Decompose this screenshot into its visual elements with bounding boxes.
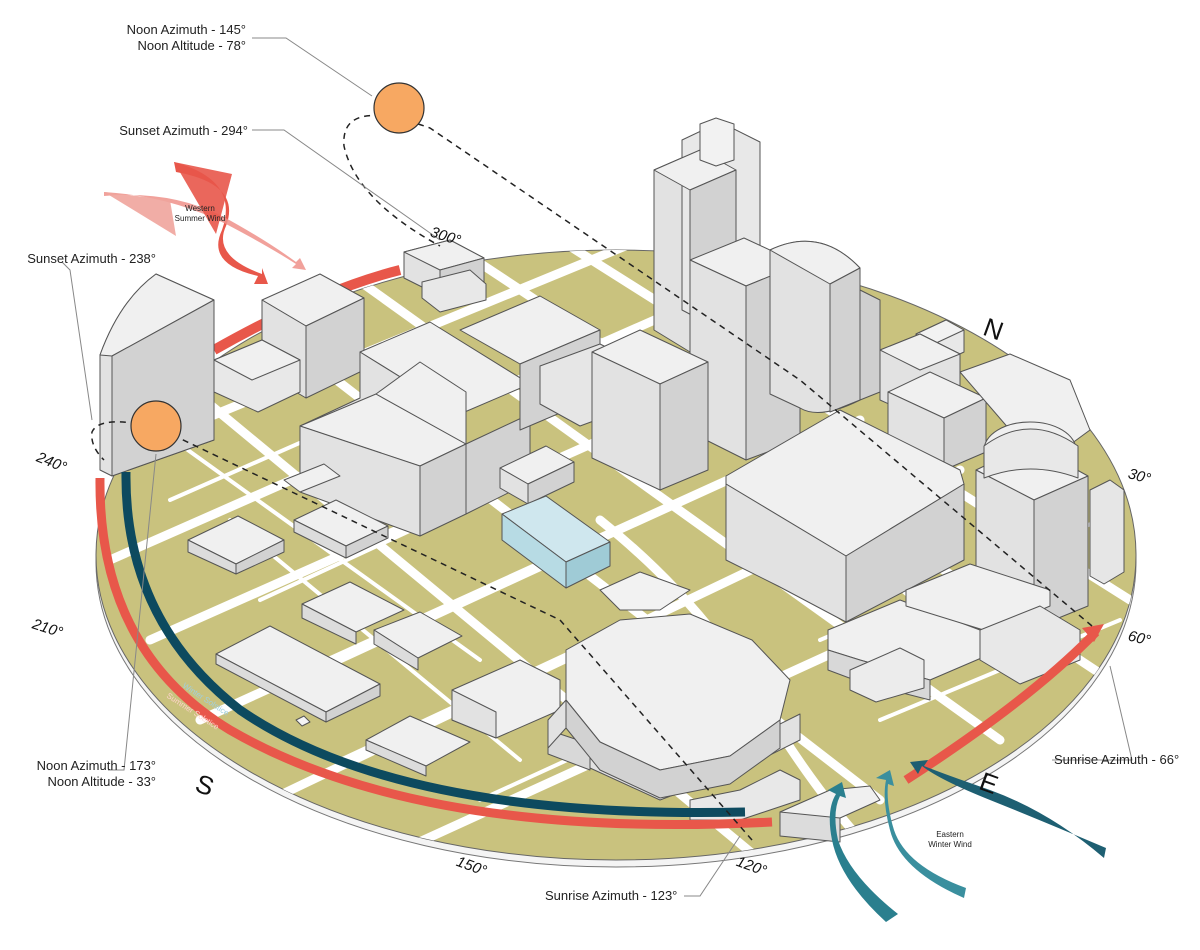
summer-noon-label: Noon Azimuth - 145° Noon Altitude - 78° (100, 22, 246, 54)
western-wind-line1: Western (185, 204, 215, 213)
building (849, 563, 1081, 703)
building (295, 715, 471, 777)
arena-building (547, 613, 801, 821)
leader-lines (61, 37, 1133, 897)
summer-solstice-arc (95, 477, 773, 829)
building (591, 329, 709, 491)
building (599, 571, 691, 611)
eastern-wind-line2: Winter Wind (928, 840, 972, 849)
summer-noon-altitude: Noon Altitude - 78° (137, 38, 246, 53)
building (779, 785, 881, 843)
winter-sunset-label: Sunset Azimuth - 238° (27, 251, 156, 266)
summer-noon-azimuth: Noon Azimuth - 145° (126, 22, 246, 37)
building (403, 239, 487, 313)
building (215, 625, 381, 723)
building (887, 371, 987, 471)
summer-arc-arrowhead (1082, 624, 1104, 642)
summer-solstice-arc-east (903, 628, 1100, 784)
eastern-wind-label: Eastern Winter Wind (910, 830, 990, 850)
highlighted-building (501, 495, 611, 589)
winter-noon-label: Noon Azimuth - 173° Noon Altitude - 33° (8, 758, 156, 790)
summer-sunrise-label: Sunrise Azimuth - 66° (1054, 752, 1180, 767)
building (301, 581, 463, 671)
building (187, 515, 285, 575)
building (1089, 479, 1125, 585)
eastern-wind-line1: Eastern (936, 830, 964, 839)
building (725, 409, 965, 623)
building (769, 240, 881, 413)
eastern-winter-wind (828, 760, 1106, 922)
western-wind-line2: Summer Wind (174, 214, 226, 223)
summer-sunset-label: Sunset Azimuth - 294° (119, 123, 248, 138)
winter-sun (130, 400, 182, 452)
winter-sun-path (91, 421, 753, 841)
winter-sunrise-label: Sunrise Azimuth - 123° (545, 888, 678, 903)
building (213, 339, 301, 413)
building (99, 273, 215, 477)
buildings (99, 117, 1125, 843)
summer-sun (373, 82, 425, 134)
western-wind-label: Western Summer Wind (160, 204, 240, 224)
winter-solstice-arc (121, 471, 746, 818)
winter-noon-altitude: Noon Altitude - 33° (47, 774, 156, 789)
winter-noon-azimuth: Noon Azimuth - 173° (36, 758, 156, 773)
building (499, 445, 575, 505)
building (299, 321, 531, 537)
western-summer-wind (104, 162, 306, 284)
